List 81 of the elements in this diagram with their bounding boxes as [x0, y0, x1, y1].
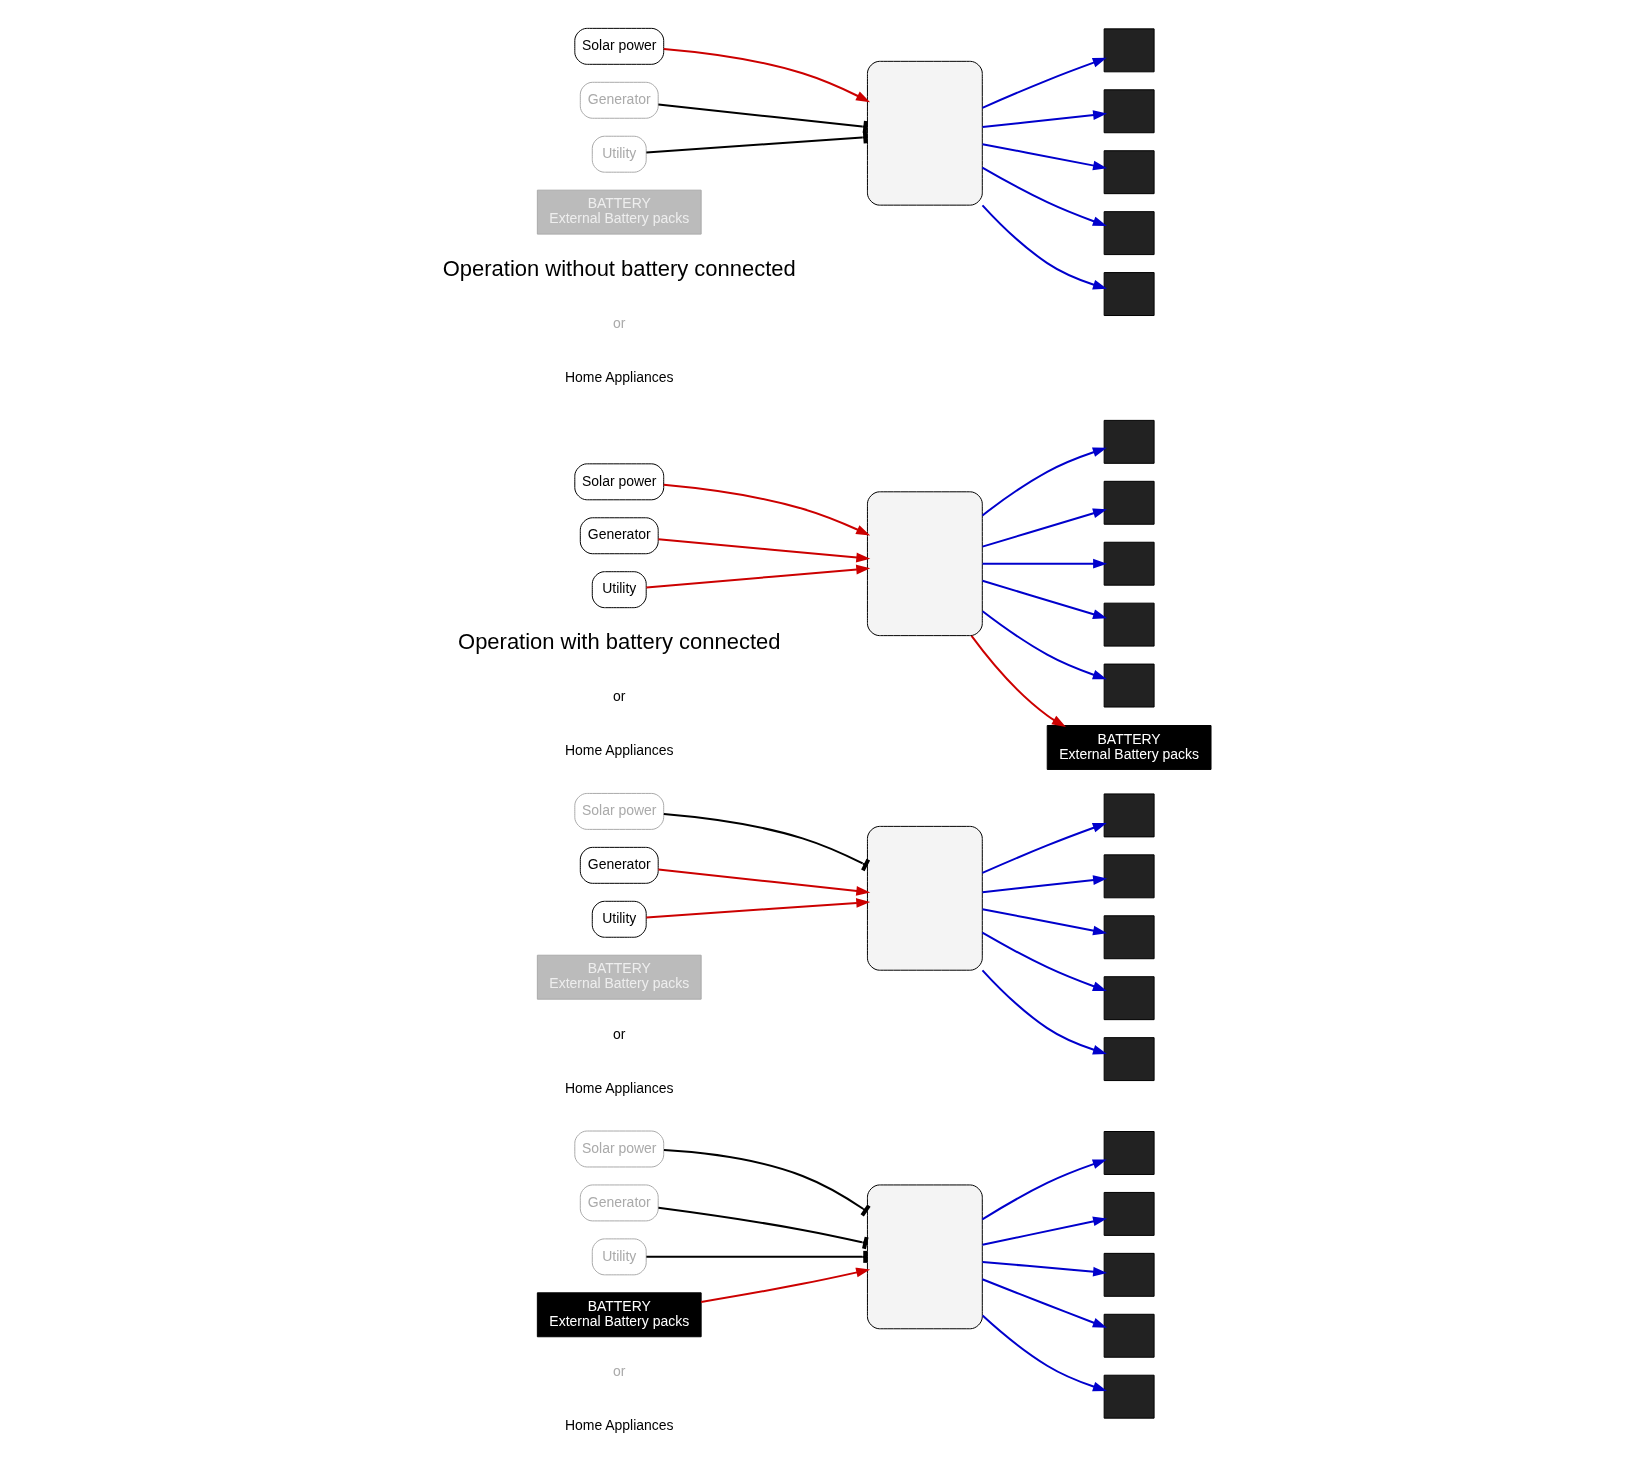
node-box: Generator — [579, 81, 659, 119]
arrow — [656, 868, 870, 896]
arrow — [981, 875, 1107, 894]
node-box — [1103, 480, 1155, 525]
node-box — [1103, 602, 1155, 647]
node-box: Utility — [591, 900, 647, 938]
node-box: BATTERY External Battery packs — [1046, 725, 1211, 770]
arrow — [981, 110, 1107, 129]
node-box — [866, 825, 983, 971]
arrow — [699, 1267, 870, 1303]
arrow — [981, 1260, 1107, 1277]
node-box — [1103, 793, 1155, 838]
node-box: Generator — [579, 846, 659, 884]
node-box: Solar power — [573, 1130, 664, 1168]
arrow — [980, 204, 1107, 290]
label: Operation with battery connected — [457, 629, 780, 655]
arrow — [644, 898, 870, 919]
node-box — [1103, 1131, 1155, 1175]
label: or — [612, 1025, 625, 1042]
node-box — [1103, 28, 1155, 73]
arrow — [981, 908, 1107, 936]
label: Home Appliances — [564, 368, 674, 385]
node-box — [1103, 1252, 1155, 1297]
node-box — [1103, 272, 1155, 316]
label: Home Appliances — [564, 1079, 674, 1096]
arrow — [980, 57, 1107, 109]
label: Operation without battery connected — [442, 255, 796, 281]
node-box: Solar power — [573, 27, 664, 65]
node-box — [1103, 211, 1155, 256]
connector — [662, 813, 870, 872]
node-box: Generator — [579, 517, 659, 555]
node-box — [1103, 419, 1155, 464]
node-box: Utility — [591, 135, 647, 173]
arrow — [980, 166, 1107, 226]
label: Home Appliances — [564, 1417, 674, 1434]
arrow — [981, 1216, 1107, 1246]
node-box — [1103, 854, 1155, 899]
connector — [644, 1250, 868, 1263]
node-box: Solar power — [573, 792, 664, 830]
arrow — [981, 1314, 1107, 1392]
arrow — [970, 634, 1066, 727]
node-box — [1103, 150, 1155, 195]
node-box: Utility — [591, 571, 647, 609]
arrow — [980, 1159, 1107, 1221]
arrow — [656, 538, 870, 563]
arrow — [662, 47, 870, 103]
node-box — [1103, 663, 1155, 708]
arrow — [644, 564, 870, 589]
node-box — [1103, 1374, 1155, 1419]
node-box — [1103, 1313, 1155, 1358]
node-box: Generator — [579, 1184, 659, 1222]
arrow — [981, 579, 1107, 619]
arrow — [981, 558, 1107, 569]
node-box — [1103, 976, 1155, 1021]
node-box — [866, 60, 983, 206]
node-box — [866, 1184, 983, 1330]
node-box — [866, 491, 983, 637]
arrow — [981, 143, 1107, 171]
arrow — [980, 822, 1107, 874]
node-box: BATTERY External Battery packs — [536, 1292, 702, 1338]
arrow — [980, 969, 1107, 1055]
connector — [662, 1149, 871, 1217]
label: or — [612, 314, 625, 331]
label: or — [612, 1363, 625, 1380]
node-box — [1103, 541, 1155, 586]
connector — [656, 1206, 869, 1250]
node-box: Solar power — [573, 463, 664, 501]
arrow — [981, 610, 1107, 680]
node-box — [1103, 1191, 1155, 1236]
arrow — [980, 1278, 1107, 1328]
arrow — [981, 508, 1107, 548]
label: or — [612, 688, 625, 705]
arrow — [662, 483, 870, 536]
node-box — [1103, 915, 1155, 960]
node-box — [1103, 89, 1155, 134]
label: Home Appliances — [564, 742, 674, 759]
arrow — [980, 447, 1107, 517]
node-box — [1103, 1037, 1155, 1082]
arrow — [980, 931, 1107, 992]
node-box: Utility — [591, 1238, 647, 1276]
connector — [644, 131, 868, 154]
